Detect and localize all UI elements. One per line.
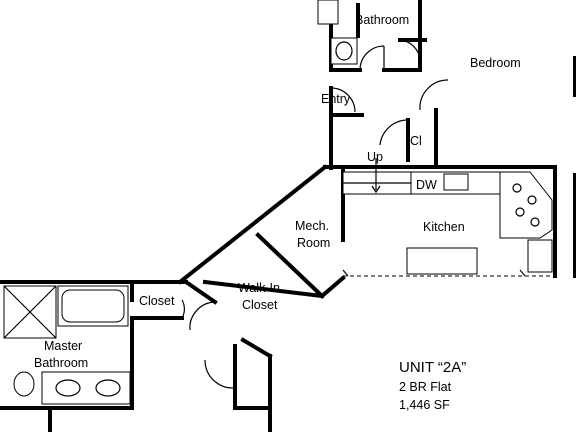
unit-type: 2 BR Flat [399, 380, 452, 394]
label-bathroom: Bathroom [355, 13, 409, 27]
kitchen-fixtures [342, 171, 555, 277]
label-walkin-2: Closet [242, 298, 278, 312]
label-bedroom: Bedroom [470, 56, 521, 70]
label-up: Up [367, 150, 383, 164]
label-entry: Entry [321, 92, 351, 106]
bathroom-fixtures [317, 0, 358, 65]
doors [181, 39, 449, 389]
label-closet-small: Cl [410, 134, 422, 148]
stairs [342, 158, 412, 195]
label-kitchen: Kitchen [423, 220, 465, 234]
label-master-2: Bathroom [34, 356, 88, 370]
label-dishwasher: DW [416, 178, 437, 192]
label-closet: Closet [139, 294, 175, 308]
master-bath-fixtures [3, 285, 131, 405]
label-mech-2: Room [297, 236, 330, 250]
label-mech-1: Mech. [295, 219, 329, 233]
unit-area: 1,446 SF [399, 398, 450, 412]
unit-title: UNIT “2A” [399, 359, 466, 376]
label-walkin-1: Walk-In [238, 281, 280, 295]
label-master-1: Master [44, 339, 82, 353]
